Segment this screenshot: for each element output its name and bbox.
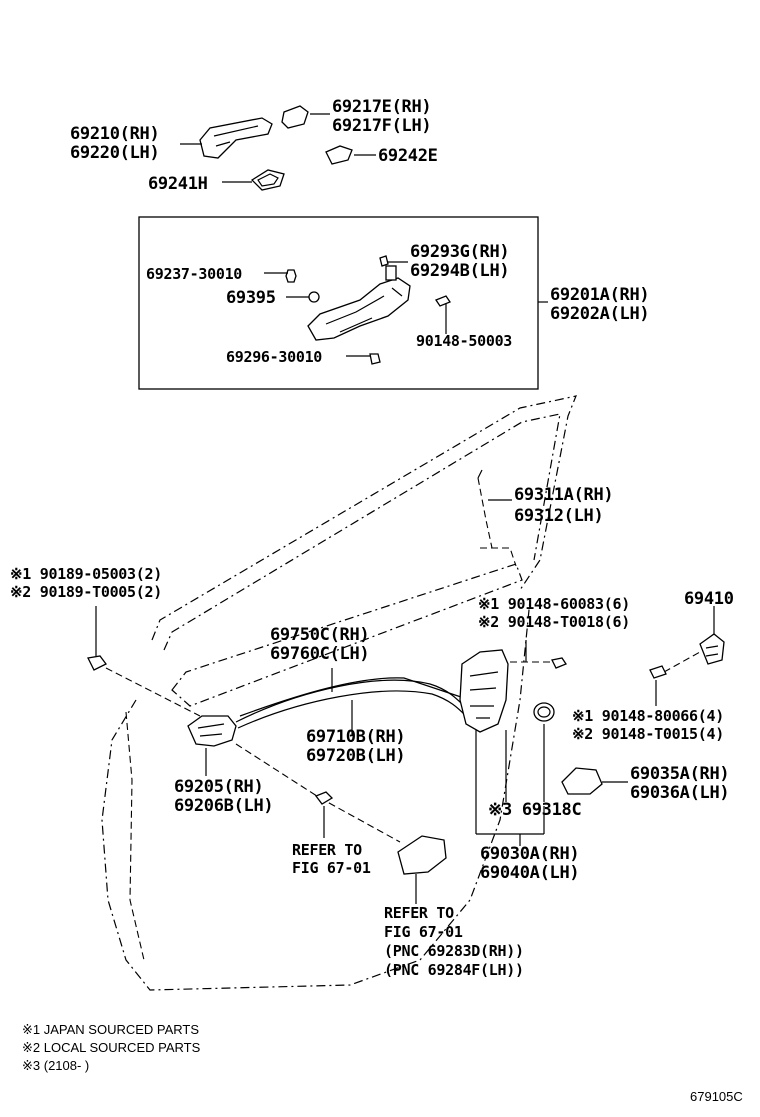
rod-69750c[interactable]	[239, 677, 471, 717]
clip-69293g[interactable]	[379, 255, 389, 267]
handle-cover-69242e[interactable]	[325, 145, 353, 165]
label-69293g: 69293G(RH)	[410, 242, 509, 262]
cable-69710b[interactable]	[235, 679, 469, 723]
label-90189-t0005: ※2 90189-T0005(2)	[10, 583, 162, 601]
label-69220: 69220(LH)	[70, 143, 159, 163]
handle-pad-69283d[interactable]	[397, 835, 447, 875]
nut-69395[interactable]	[308, 291, 320, 303]
striker-69410[interactable]	[699, 633, 725, 665]
label-69242e: 69242E	[378, 146, 438, 166]
label-69410: 69410	[684, 589, 734, 609]
refer-group-1: REFER TO FIG 67-01	[292, 791, 371, 877]
label-69036a: 69036A(LH)	[630, 783, 729, 803]
label-69201a: 69201A(RH)	[550, 285, 649, 305]
screw-inside-handle[interactable]	[314, 791, 334, 805]
cover-69035a[interactable]	[561, 767, 603, 795]
inside-handle-group: 69750C(RH) 69760C(LH) 69710B(RH) 69720B(…	[174, 625, 471, 843]
fastener-90189-group: ※1 90189-05003(2) ※2 90189-T0005(2)	[10, 565, 201, 717]
label-90148-60083: ※1 90148-60083(6)	[478, 595, 630, 613]
label-69030a: 69030A(RH)	[480, 844, 579, 864]
refer2-line1: REFER TO	[384, 904, 454, 922]
label-69210: 69210(RH)	[70, 124, 159, 144]
grommet-69318c[interactable]	[533, 702, 555, 722]
handle-gasket[interactable]	[250, 169, 285, 191]
label-69710b: 69710B(RH)	[306, 727, 405, 747]
note-local-sourced: ※2 LOCAL SOURCED PARTS	[22, 1040, 201, 1055]
striker-group: 69410 ※1 90148-80066(4) ※2 90148-T0015(4…	[561, 589, 734, 803]
inside-handle[interactable]	[187, 715, 237, 747]
note-date-range: ※3 (2108- )	[22, 1058, 89, 1073]
label-69750c: 69750C(RH)	[270, 625, 369, 645]
clip-90189[interactable]	[87, 655, 107, 671]
label-69217e: 69217E(RH)	[332, 97, 431, 117]
refer2-line4: (PNC 69284F(LH))	[384, 961, 524, 979]
refer2-line3: (PNC 69283D(RH))	[384, 942, 524, 960]
screw-69237[interactable]	[285, 269, 297, 283]
label-90148-80066: ※1 90148-80066(4)	[572, 707, 724, 725]
label-69241h: 69241H	[148, 174, 208, 194]
diagram-id: 679105C	[690, 1089, 743, 1104]
screw-90148-80066[interactable]	[649, 665, 667, 679]
label-69217f: 69217F(LH)	[332, 116, 431, 136]
frame-bracket[interactable]	[385, 265, 397, 281]
label-69720b: 69720B(LH)	[306, 746, 405, 766]
screw-90148-60083[interactable]	[551, 657, 567, 669]
screw-69296[interactable]	[369, 353, 381, 365]
label-69040a: 69040A(LH)	[480, 863, 579, 883]
label-69206b: 69206B(LH)	[174, 796, 273, 816]
label-69760c: 69760C(LH)	[270, 644, 369, 664]
label-90189-05003: ※1 90189-05003(2)	[10, 565, 162, 583]
outside-handle-group: 69217E(RH) 69217F(LH) 69210(RH) 69220(LH…	[70, 97, 438, 194]
label-69395: 69395	[226, 288, 276, 308]
notes-group: ※1 JAPAN SOURCED PARTS ※2 LOCAL SOURCED …	[22, 1022, 743, 1104]
label-69294b: 69294B(LH)	[410, 261, 509, 281]
rod-group: 69311A(RH) 69312(LH)	[477, 469, 614, 549]
label-69296: 69296-30010	[226, 348, 322, 366]
handle-frame-box: 69293G(RH) 69294B(LH) 69237-30010 69395 …	[138, 216, 650, 390]
handle-frame[interactable]	[307, 277, 411, 341]
note-japan-sourced: ※1 JAPAN SOURCED PARTS	[22, 1022, 199, 1037]
handle-cap[interactable]	[281, 105, 309, 129]
refer1-line2: FIG 67-01	[292, 859, 371, 877]
label-69312: 69312(LH)	[514, 506, 603, 526]
label-69237: 69237-30010	[146, 265, 242, 283]
label-69035a: 69035A(RH)	[630, 764, 729, 784]
label-69318c: ※3 69318C	[488, 800, 581, 820]
refer2-line2: FIG 67-01	[384, 923, 463, 941]
refer1-line1: REFER TO	[292, 841, 362, 859]
refer-group-2: REFER TO FIG 67-01 (PNC 69283D(RH)) (PNC…	[384, 835, 524, 979]
label-69311a: 69311A(RH)	[514, 485, 613, 505]
door-lock[interactable]	[459, 649, 509, 733]
label-90148-50003: 90148-50003	[416, 332, 512, 350]
label-90148-t0018: ※2 90148-T0018(6)	[478, 613, 630, 631]
door-outline	[101, 395, 577, 991]
door-lock-group: ※1 90148-60083(6) ※2 90148-T0018(6) ※3 6…	[459, 595, 630, 883]
label-90148-t0015: ※2 90148-T0015(4)	[572, 725, 724, 743]
screw-90148-50003[interactable]	[435, 295, 451, 307]
outside-handle[interactable]	[199, 117, 273, 159]
label-69202a: 69202A(LH)	[550, 304, 649, 324]
label-69205: 69205(RH)	[174, 777, 263, 797]
